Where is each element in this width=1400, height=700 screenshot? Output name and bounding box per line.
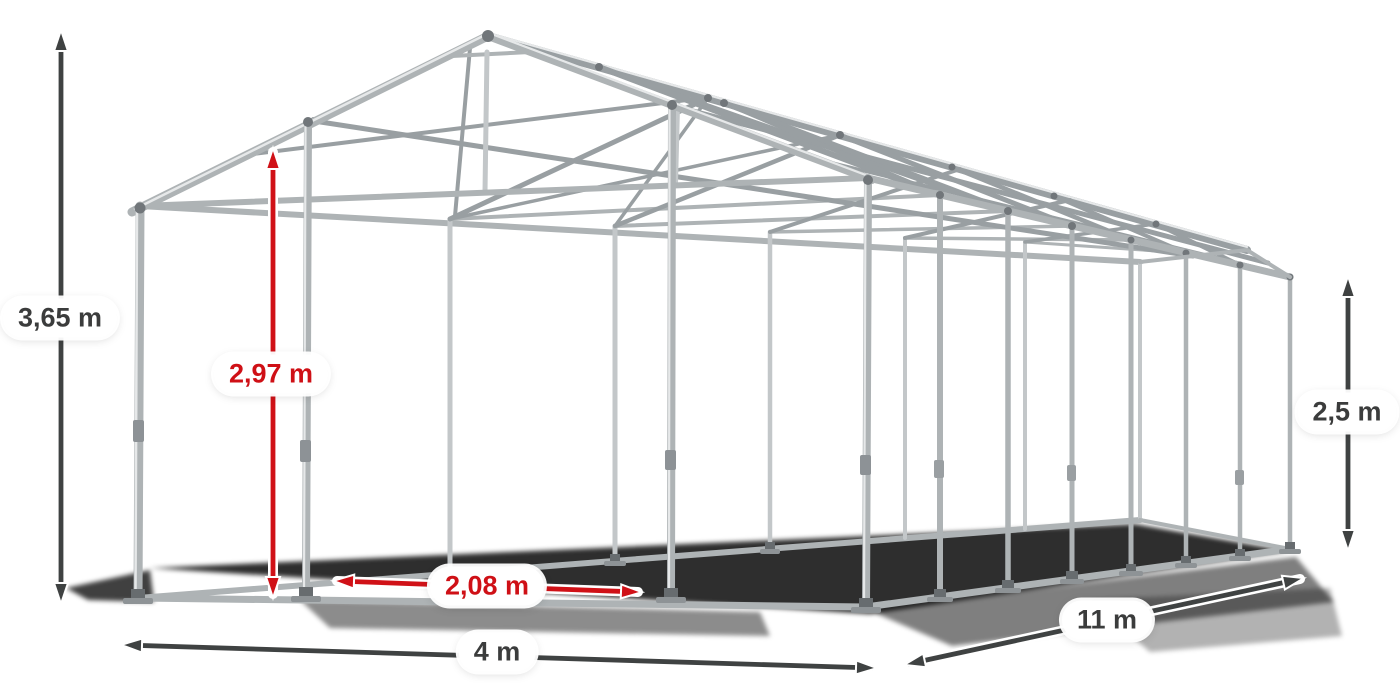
dimension-label-total-height: 3,65 m [2,298,118,338]
rear-gable-frame [1138,248,1292,551]
front-gable-frame [127,30,1244,611]
dimension-label-entrance-height: 2,97 m [213,354,329,394]
dimension-label-width: 4 m [458,632,536,672]
dimension-label-entrance-width: 2,08 m [429,566,545,606]
dimension-label-length: 11 m [1061,600,1153,640]
dimension-label-side-height: 2,5 m [1297,392,1397,432]
